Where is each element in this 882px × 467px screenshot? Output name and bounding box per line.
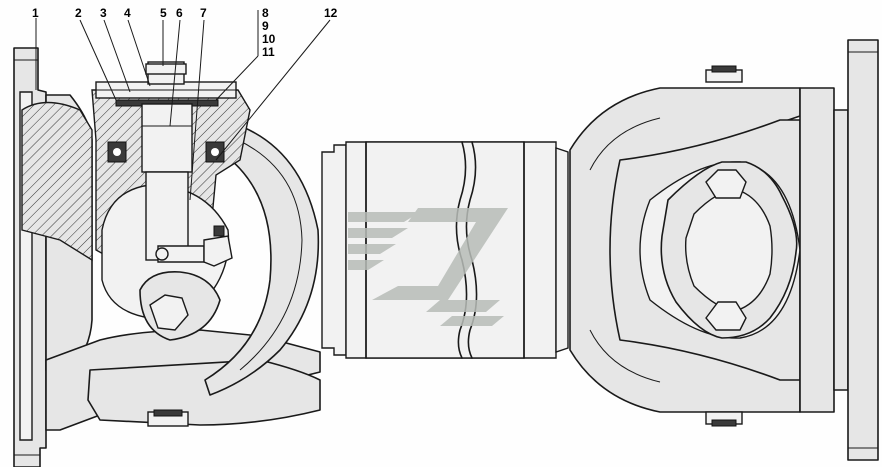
callout-7: 7 — [200, 6, 207, 20]
right-bolts — [705, 65, 743, 427]
callout-4: 4 — [124, 6, 131, 20]
callout-9: 9 — [262, 19, 269, 33]
callout-10: 10 — [262, 32, 276, 46]
right-flange — [799, 39, 879, 461]
left-lower-lug — [139, 271, 221, 427]
callout-labels: 1 2 3 4 5 6 7 8 9 10 11 12 — [32, 6, 338, 59]
callout-5: 5 — [160, 6, 167, 20]
callout-1: 1 — [32, 6, 39, 20]
callout-3: 3 — [100, 6, 107, 20]
left-yoke-body — [45, 94, 321, 431]
callout-8: 8 — [262, 6, 269, 20]
left-yoke-arm — [204, 119, 320, 396]
leader-lines — [35, 10, 331, 201]
watermark-logo — [348, 208, 508, 326]
callout-12: 12 — [324, 6, 338, 20]
left-top-bolt — [145, 63, 187, 75]
right-cross — [660, 161, 798, 339]
callout-11: 11 — [262, 45, 275, 59]
callout-2: 2 — [75, 6, 82, 20]
callout-6: 6 — [176, 6, 183, 20]
grease-fitting — [155, 225, 233, 267]
